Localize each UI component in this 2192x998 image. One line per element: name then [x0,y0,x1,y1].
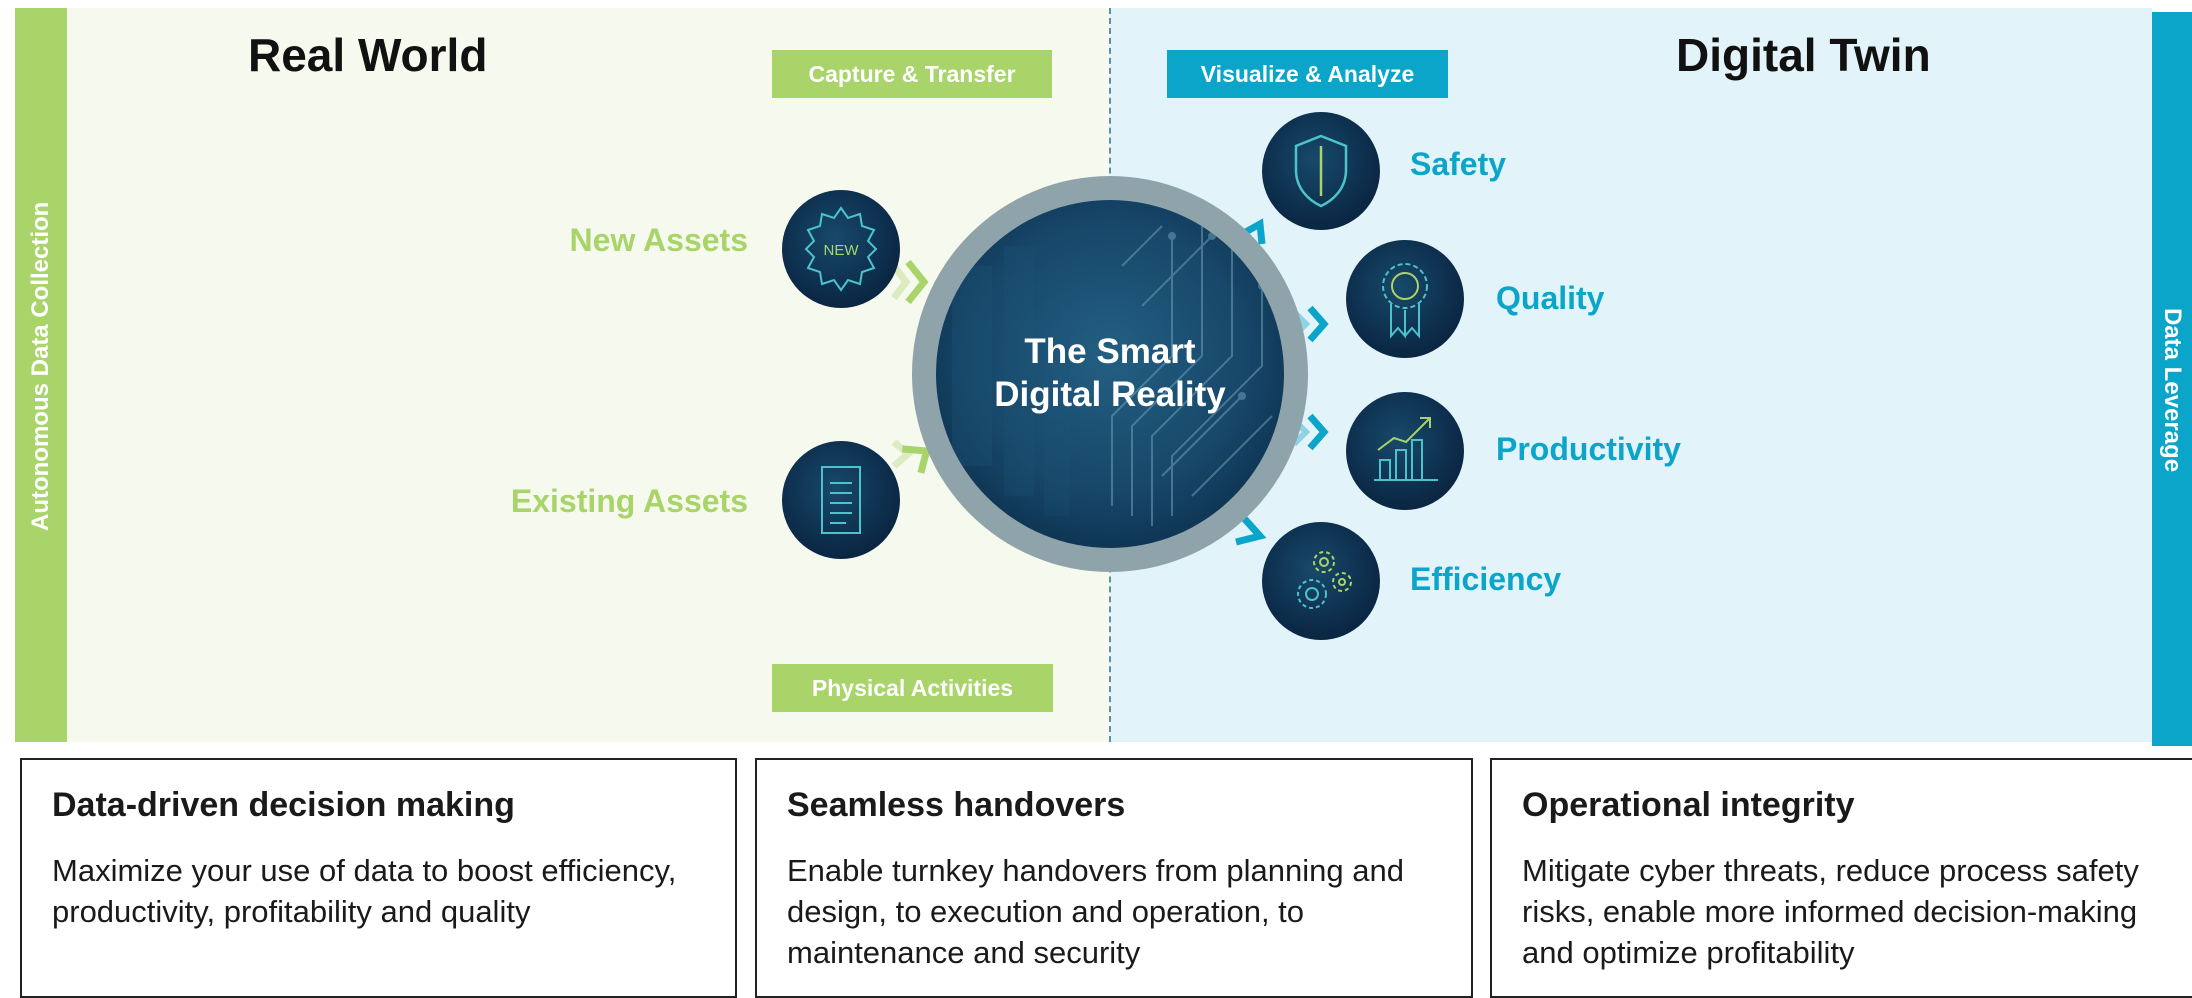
document-icon [782,441,900,559]
new-badge-icon: NEW [782,190,900,308]
card-body: Mitigate cyber threats, reduce process s… [1522,853,2139,970]
growth-chart-icon [1346,392,1464,510]
efficiency-label: Efficiency [1410,561,1562,597]
award-ribbon-icon [1346,240,1464,358]
existing-assets-label: Existing Assets [510,483,748,519]
center-title-line-2: Digital Reality [994,375,1226,414]
data-leverage-label: Data Leverage [2159,307,2186,473]
gears-icon [1262,522,1380,640]
existing-assets-arrow [891,439,932,474]
real-world-heading: Real World [248,29,488,81]
card-title: Data-driven decision making [52,786,515,824]
svg-text:NEW: NEW [824,242,860,259]
visualize-analyze-tag: Visualize & Analyze [1167,50,1448,98]
center-title: The Smart Digital Reality [920,330,1300,416]
safety-label: Safety [1410,146,1507,182]
card-body: Enable turnkey handovers from planning a… [787,853,1404,970]
digital-twin-heading: Digital Twin [1676,29,1931,81]
autonomous-data-collection-label: Autonomous Data Collection [27,201,54,531]
quality-label: Quality [1496,280,1605,316]
card-operational-integrity: Operational integrity Mitigate cyber thr… [1490,758,2192,998]
new-assets-label: New Assets [569,222,748,258]
card-title: Seamless handovers [787,786,1126,824]
right-side-bar: Data Leverage [2152,12,2192,746]
shield-icon [1262,112,1380,230]
card-body: Maximize your use of data to boost effic… [52,853,677,929]
card-title: Operational integrity [1522,786,1855,824]
smart-digital-reality-circle [912,176,1308,572]
center-title-line-1: The Smart [1024,332,1196,371]
card-seamless-handovers: Seamless handovers Enable turnkey handov… [755,758,1473,998]
productivity-label: Productivity [1496,431,1681,467]
card-data-driven-decision-making: Data-driven decision making Maximize you… [20,758,737,998]
left-side-bar: Autonomous Data Collection [15,8,67,742]
capture-transfer-tag: Capture & Transfer [772,50,1052,98]
circuit-lines [952,212,1273,526]
physical-activities-tag: Physical Activities [772,664,1053,712]
new-assets-arrow [891,259,929,305]
